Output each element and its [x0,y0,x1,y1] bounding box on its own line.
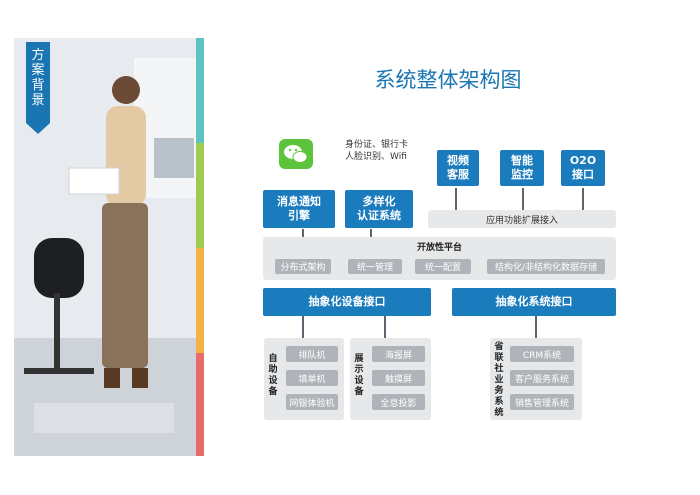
connector [302,316,304,338]
platform-item: 统一管理 [348,259,402,274]
page-title: 系统整体架构图 [374,68,522,92]
device-interface-box: 抽象化设备接口 [263,288,431,316]
platform-item: 分布式架构 [275,259,331,274]
connector [522,188,524,210]
platform-item: 结构化/非结构化数据存储 [487,259,605,274]
color-stripes [196,38,204,456]
connector [384,316,386,338]
system-interface-box: 抽象化系统接口 [452,288,616,316]
connector [370,229,372,239]
auth-system-box: 多样化 认证系统 [345,190,413,228]
group-item: 网银体验机 [286,394,338,410]
group-item: 全息投影 [372,394,425,410]
group-item: CRM系统 [510,346,574,362]
group-item: 触摸屏 [372,370,425,386]
device-interface-label: 抽象化设备接口 [308,295,386,308]
video-service-label: 视频 客服 [447,154,469,181]
o2o-interface-label: O2O 接口 [569,154,597,181]
group-item: 客户服务系统 [510,370,574,386]
connector [582,188,584,210]
auth-caption: 身份证、银行卡 人脸识别、Wifi [345,140,409,162]
platform-title: 开放性平台 [416,243,462,253]
section-ribbon: 方案背景 [26,42,50,134]
o2o-interface-box: O2O 接口 [561,150,605,186]
display-device-label: 展示设备 [354,354,364,397]
video-service-box: 视频 客服 [437,150,479,186]
system-interface-label: 抽象化系统接口 [495,295,573,308]
ribbon-label: 方案背景 [31,48,45,108]
messaging-engine-label: 消息通知 引擎 [277,195,321,222]
platform-item: 统一配置 [415,259,471,274]
display-device-group: 展示设备 海报屏 触摸屏 全息投影 [350,338,431,420]
app-extension-bar: 应用功能扩展接入 [428,210,616,228]
wechat-icon [279,139,313,169]
group-item: 海报屏 [372,346,425,362]
connector [302,229,304,239]
connector [455,188,457,210]
stripe-red [196,353,204,456]
business-system-label: 省联社业务系统 [494,342,504,418]
self-service-label: 自助设备 [268,354,278,397]
app-extension-label: 应用功能扩展接入 [485,215,558,226]
messaging-engine-box: 消息通知 引擎 [263,190,335,228]
stripe-orange [196,248,204,353]
group-item: 填单机 [286,370,338,386]
stripe-green [196,143,204,248]
connector [535,316,537,338]
group-item: 排队机 [286,346,338,362]
smart-monitor-label: 智能 监控 [511,154,533,181]
self-service-group: 自助设备 排队机 填单机 网银体验机 [264,338,344,420]
auth-system-label: 多样化 认证系统 [357,195,401,222]
stripe-teal [196,38,204,143]
business-system-group: 省联社业务系统 CRM系统 客户服务系统 销售管理系统 [490,338,582,420]
smart-monitor-box: 智能 监控 [500,150,544,186]
group-item: 销售管理系统 [510,394,574,410]
open-platform: 开放性平台 分布式架构 统一管理 统一配置 结构化/非结构化数据存储 [263,237,616,280]
